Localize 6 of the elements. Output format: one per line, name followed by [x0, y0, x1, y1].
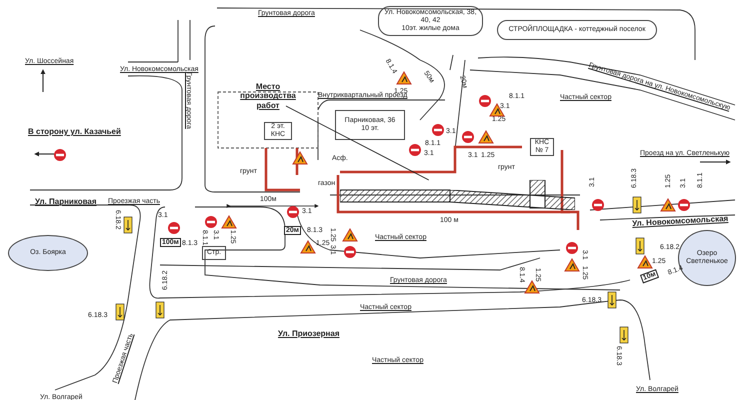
hatched-work-zone: [340, 180, 575, 210]
street-name: Ул. Парниковая: [35, 198, 97, 206]
street-name: В сторону ул. Казачьей: [28, 128, 121, 136]
street-name: Ул. Новокомсомольская: [632, 214, 728, 228]
street-name: Ул. Приозерная: [278, 330, 340, 338]
leader-line: [286, 106, 430, 180]
